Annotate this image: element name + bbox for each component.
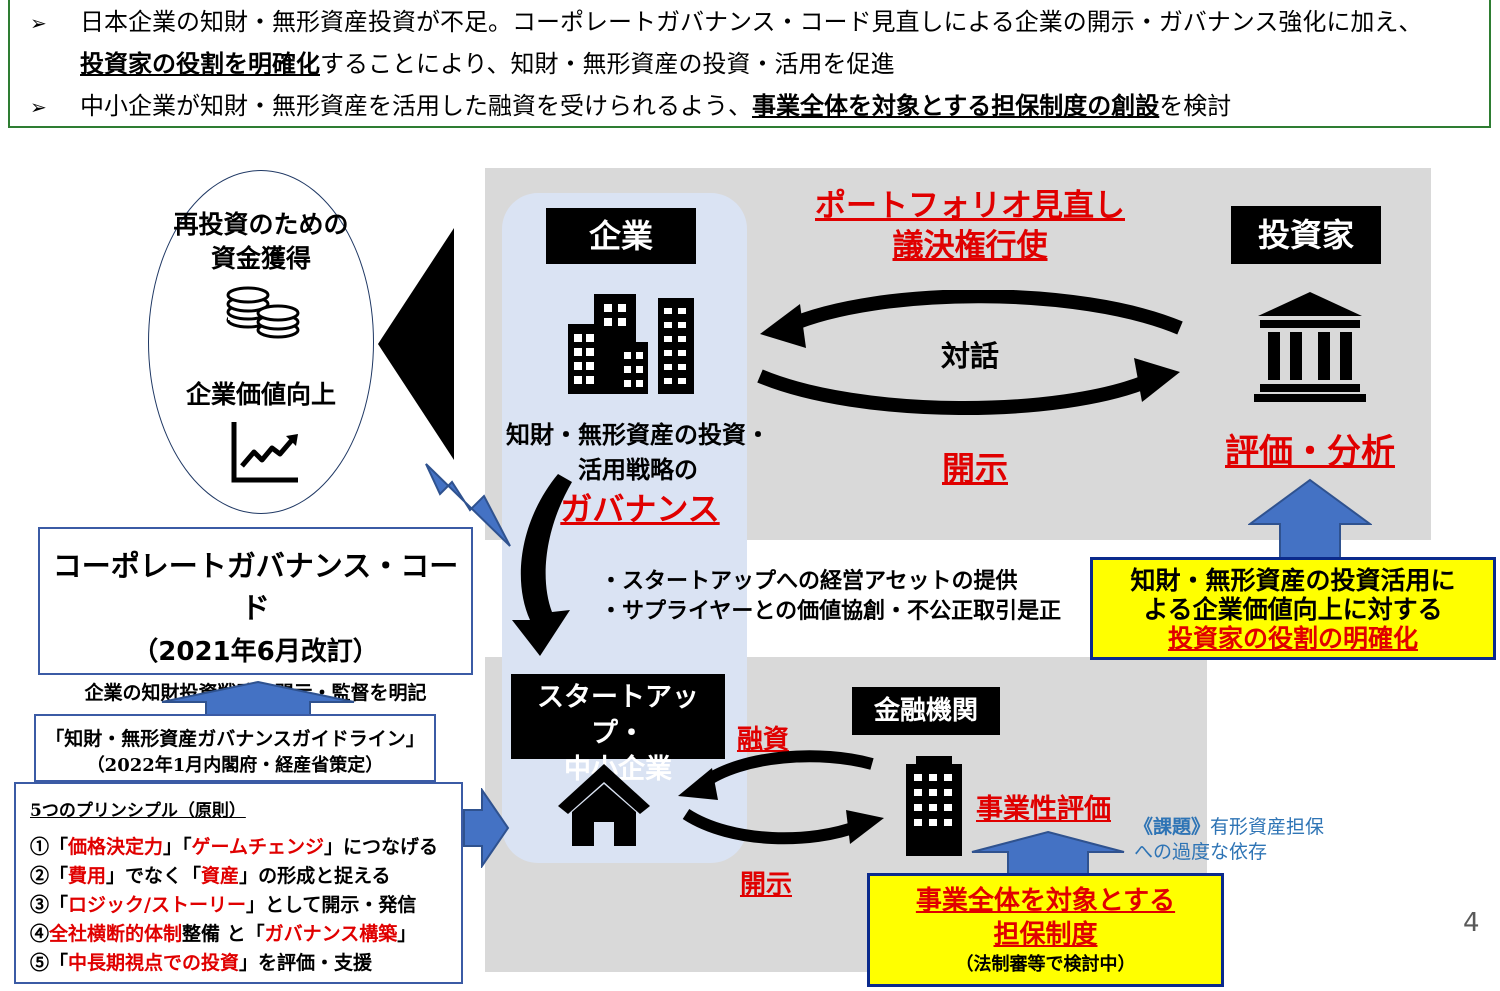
evaluation-label: 評価・分析 xyxy=(1225,432,1395,472)
principle-2: ②「費用」でなく「資産」の形成と捉える xyxy=(30,865,391,887)
issue-note: 《課題》有形資産担保 への過度な依存 xyxy=(1134,816,1325,863)
value-cycle-ellipse xyxy=(148,170,374,514)
principle-5: ⑤「中長期視点での投資」を評価・支援 xyxy=(30,952,373,974)
principles-box: 5つのプリンシプル（原則） ①「価格決定力」「ゲームチェンジ」につなげる ②「費… xyxy=(14,782,463,984)
investor-role-line-3: 投資家の役割の明確化 xyxy=(1167,624,1418,653)
principles-title: 5つのプリンシプル（原則） xyxy=(30,801,246,821)
dialogue-arrows-icon xyxy=(757,290,1183,416)
large-triangle-arrow-icon xyxy=(378,228,454,460)
guideline-title: 「知財・無形資産ガバナンスガイドライン」 xyxy=(45,728,425,750)
diagonal-arrow-icon xyxy=(425,463,511,547)
page-number: 4 xyxy=(1463,908,1480,938)
investor-label: 投資家 xyxy=(1231,206,1381,264)
office-buildings-icon xyxy=(568,294,694,394)
voting-rights-label: 議決権行使 xyxy=(892,228,1048,264)
cg-code-title: コーポレートガバナンス・コード xyxy=(52,549,459,625)
growth-chart-icon xyxy=(231,422,298,483)
guideline-box: 「知財・無形資産ガバナンスガイドライン」 （2022年1月内閣府・経産省策定） xyxy=(34,714,436,782)
collateral-line-3: （法制審等で検討中） xyxy=(955,954,1136,975)
business-evaluation-label: 事業性評価 xyxy=(976,794,1111,825)
summary-box: ➢日本企業の知財・無形資産投資が不足。コーポレートガバナンス・コード見直しによる… xyxy=(8,0,1491,128)
company-label: 企業 xyxy=(546,208,696,264)
portfolio-review-label: ポートフォリオ見直し xyxy=(815,188,1125,224)
loan-arrows-icon xyxy=(678,750,884,845)
summary-emphasis-collateral: 事業全体を対象とする担保制度の創設 xyxy=(752,92,1160,120)
principle-3: ③「ロジック/ストーリー」として開示・発信 xyxy=(30,894,417,916)
arrow-bullet-icon: ➢ xyxy=(30,11,47,35)
sme-label: スタートアップ・ 中小企業 xyxy=(511,674,725,785)
right-arrow-principles-icon xyxy=(463,788,510,868)
arrow-bullet-icon: ➢ xyxy=(30,95,47,119)
value-up-label: 企業価値向上 xyxy=(185,380,336,409)
summary-line-2: ➢中小企業が知財・無形資産を活用した融資を受けられるよう、事業全体を対象とする担… xyxy=(30,92,1232,120)
startup-note-1: ・スタートアップへの経営アセットの提供 xyxy=(600,569,1018,594)
cg-code-box: コーポレートガバナンス・コード （2021年6月改訂） 企業の知財投資戦略の開示… xyxy=(38,527,473,704)
cg-code-revision: （2021年6月改訂） xyxy=(132,637,379,667)
sme-disclosure-label: 開示 xyxy=(739,870,792,900)
collateral-system-box: 事業全体を対象とする 担保制度 （法制審等で検討中） xyxy=(867,873,1224,987)
summary-emphasis-investor-role: 投資家の役割を明確化 xyxy=(80,50,320,78)
up-arrow-investor-icon xyxy=(1248,478,1372,558)
disclosure-label: 開示 xyxy=(942,449,1008,488)
investor-role-line-1: 知財・無形資産の投資活用に xyxy=(1130,566,1456,595)
collateral-line-2: 担保制度 xyxy=(993,920,1098,950)
strategy-line-1: 知財・無形資産の投資・ xyxy=(506,421,770,449)
investor-role-line-2: よる企業価値向上に対する xyxy=(1143,595,1443,624)
guideline-subtitle: （2022年1月内閣府・経産省策定） xyxy=(86,755,384,776)
bank-label: 金融機関 xyxy=(852,687,1000,735)
collateral-line-1: 事業全体を対象とする xyxy=(915,886,1176,916)
up-arrow-bank-icon xyxy=(971,830,1125,875)
investor-role-box: 知財・無形資産の投資活用に よる企業価値向上に対する 投資家の役割の明確化 xyxy=(1090,557,1496,660)
strategy-line-2: 活用戦略の xyxy=(578,456,698,484)
startup-note-2: ・サプライヤーとの価値協創・不公正取引是正 xyxy=(600,599,1062,624)
office-tower-icon xyxy=(906,756,962,856)
dialogue-label: 対話 xyxy=(940,339,999,373)
summary-line-1b: 投資家の役割を明確化することにより、知財・無形資産の投資・活用を促進 xyxy=(80,50,895,78)
house-icon xyxy=(558,764,650,846)
curved-down-arrow-icon xyxy=(512,474,572,656)
principle-1: ①「価格決定力」「ゲームチェンジ」につなげる xyxy=(30,836,438,858)
coins-icon xyxy=(226,286,300,339)
loan-label: 融資 xyxy=(736,725,789,755)
reinvest-label: 再投資のための 資金獲得 xyxy=(173,210,349,273)
bank-building-icon xyxy=(1254,292,1366,402)
up-arrow-cg-icon xyxy=(161,680,355,724)
governance-label: ガバナンス xyxy=(560,490,720,528)
summary-line-1: ➢日本企業の知財・無形資産投資が不足。コーポレートガバナンス・コード見直しによる… xyxy=(30,8,1423,36)
principle-4: ④全社横断的体制整備 と「ガバナンス構築」 xyxy=(30,923,417,945)
